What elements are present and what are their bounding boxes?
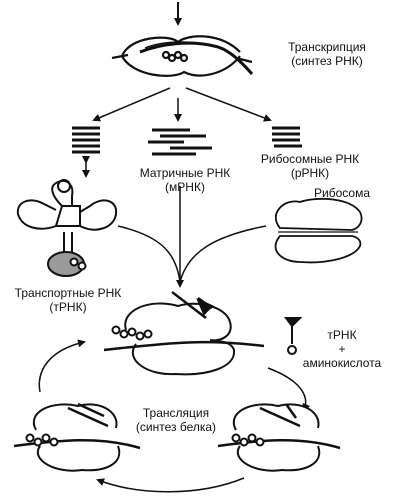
label-mrna-line1: Матричные РНК [139,166,231,180]
label-trna-line2: (тРНК) [49,300,87,314]
ribosome-icon [274,197,363,264]
converge-right [179,225,267,283]
label-rrna-line1: Рибосомные РНК [260,152,360,166]
ribosome-bottom-left [13,402,141,472]
label-ribosome: Рибосома [302,186,382,200]
cycle-arrow-left [38,339,86,393]
ribosome-translating-center [103,291,265,376]
label-ribosome-text: Рибосома [314,186,370,200]
label-trna-short: тРНК [327,328,357,342]
label-trna: Транспортные РНК (тРНК) [8,286,128,314]
label-transcription: Транскрипция (синтез РНК) [272,40,382,68]
arrow-to-trna [92,87,171,122]
label-rrna: Рибосомные РНК (рРНК) [250,152,370,180]
ribosome-bottom-right [217,403,341,472]
label-trna-line1: Транспортные РНК [14,286,122,300]
label-aminoacid: аминокислота [302,356,382,370]
cycle-arrow-bottom [96,477,245,493]
trna-cloverleaf [16,179,118,277]
label-mrna: Матричные РНК (мРНК) [130,166,240,194]
label-rrna-line2: (рРНК) [290,166,330,180]
label-plus: + [338,342,346,356]
rrna-bars [272,126,302,148]
label-transcription-line1: Транскрипция [288,40,366,54]
dna-transcription-bubble [111,35,254,77]
label-translation-line2: (синтез белка) [135,420,217,434]
converge-left [117,225,181,283]
incoming-trna [284,317,303,355]
label-transcription-line2: (синтез РНК) [291,54,363,68]
label-mrna-line2: (мРНК) [165,180,205,194]
label-translation: Трансляция (синтез белка) [126,406,226,434]
label-translation-line1: Трансляция [142,406,210,420]
trna-bars [72,126,100,154]
mrna-bars [148,128,212,156]
arrow-to-rrna [185,87,272,122]
label-trna-aminoacid: тРНК + аминокислота [290,328,394,370]
